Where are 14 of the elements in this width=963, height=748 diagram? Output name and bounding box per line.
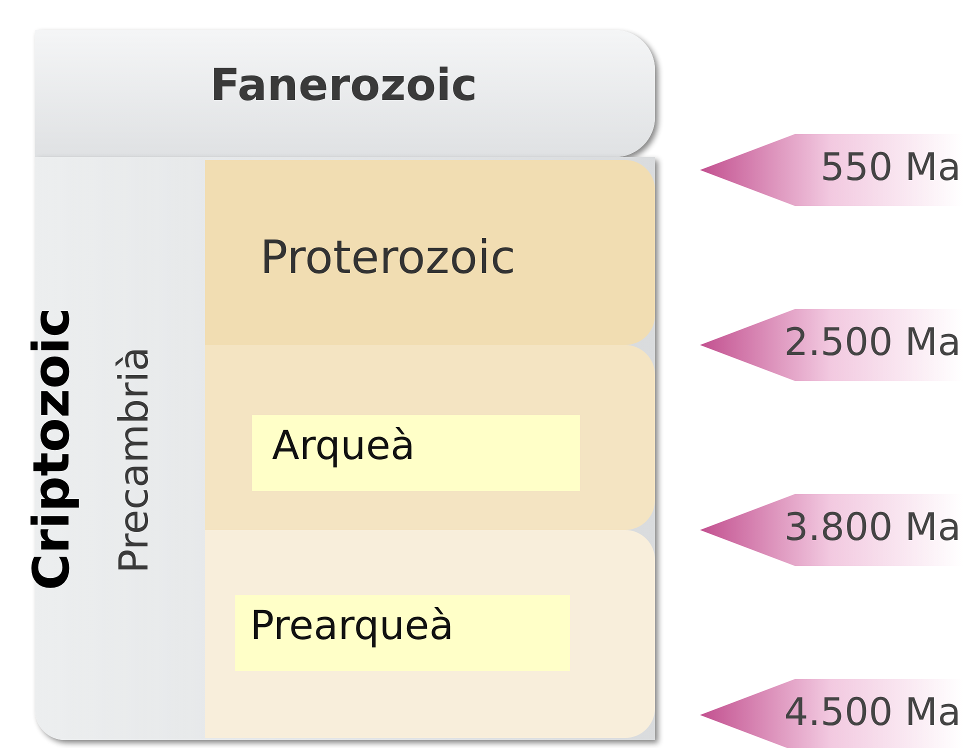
age-label: 2.500 Ma [784, 320, 961, 364]
eon-band [205, 160, 655, 345]
era-band [35, 30, 655, 157]
eon-band [205, 345, 655, 530]
age-label: 4.500 Ma [784, 690, 961, 734]
eon-name: Arqueà [252, 415, 580, 491]
group-name: Criptozoic [22, 308, 80, 590]
age-label: 550 Ma [820, 145, 961, 189]
era-name: Fanerozoic [210, 60, 478, 111]
eon-name: Prearqueà [235, 595, 570, 671]
age-label: 3.800 Ma [784, 505, 961, 549]
eon-name: Precambrià [111, 346, 158, 574]
eon-band [205, 530, 655, 738]
eon-name: Proterozoic [260, 230, 516, 284]
